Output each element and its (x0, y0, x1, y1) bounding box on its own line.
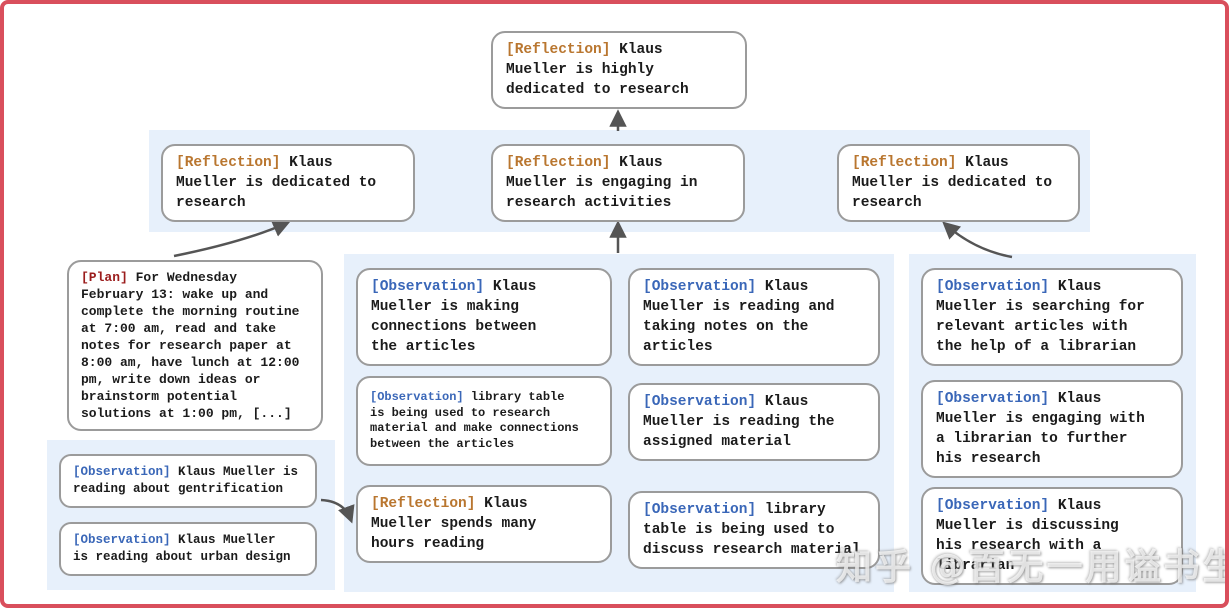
zhihu-watermark: 知乎 @百无一用谥书生 (836, 547, 1229, 588)
observation-tag: [Observation] (73, 465, 171, 479)
node-text: Klaus Mueller is engaging in research ac… (506, 155, 698, 211)
node-reflection-middle: [Reflection] Klaus Mueller is engaging i… (491, 144, 745, 222)
node-text: Klaus Mueller spends many hours reading (371, 496, 537, 552)
observation-tag: [Observation] (936, 279, 1050, 295)
plan-tag: [Plan] (81, 270, 128, 285)
observation-tag: [Observation] (370, 390, 464, 404)
node-text: Klaus Mueller is dedicated to research (852, 155, 1053, 211)
observation-tag: [Observation] (643, 502, 757, 518)
reflection-tag: [Reflection] (506, 155, 611, 171)
node-plan: [Plan] For Wednesday February 13: wake u… (67, 260, 323, 431)
node-obs-engaging-librarian: [Observation] Klaus Mueller is engaging … (921, 380, 1183, 478)
observation-tag: [Observation] (643, 279, 757, 295)
node-reflection-hours-reading: [Reflection] Klaus Mueller spends many h… (356, 485, 612, 563)
node-text: Klaus Mueller is making connections betw… (371, 279, 537, 355)
node-text: Klaus Mueller is reading about gentrific… (73, 465, 299, 496)
observation-tag: [Observation] (936, 391, 1050, 407)
node-text: Klaus Mueller is reading the assigned ma… (643, 394, 835, 450)
node-obs-gentrification: [Observation] Klaus Mueller is reading a… (59, 454, 317, 508)
observation-tag: [Observation] (936, 498, 1050, 514)
node-obs-library-discuss: [Observation] library table is being use… (628, 491, 880, 569)
node-obs-library-research: [Observation] library table is being use… (356, 376, 612, 466)
node-text: For Wednesday February 13: wake up and c… (81, 270, 300, 421)
node-obs-making-connections: [Observation] Klaus Mueller is making co… (356, 268, 612, 366)
node-root-reflection: [Reflection] Klaus Mueller is highly ded… (491, 31, 747, 109)
node-reflection-left: [Reflection] Klaus Mueller is dedicated … (161, 144, 415, 222)
node-text: Klaus Mueller is discussing his research… (936, 498, 1119, 574)
node-text: Klaus Mueller is highly dedicated to res… (506, 42, 689, 98)
node-obs-searching-articles: [Observation] Klaus Mueller is searching… (921, 268, 1183, 366)
node-obs-discussing-research: [Observation] Klaus Mueller is discussin… (921, 487, 1183, 585)
observation-tag: [Observation] (371, 279, 485, 295)
node-text: library table is being used to research … (370, 390, 579, 451)
node-reflection-right: [Reflection] Klaus Mueller is dedicated … (837, 144, 1080, 222)
node-text: Klaus Mueller is reading and taking note… (643, 279, 835, 355)
node-text: Klaus Mueller is dedicated to research (176, 155, 377, 211)
reflection-tag: [Reflection] (371, 496, 476, 512)
node-text: library table is being used to discuss r… (643, 502, 861, 558)
node-obs-taking-notes: [Observation] Klaus Mueller is reading a… (628, 268, 880, 366)
node-text: Klaus Mueller is reading about urban des… (73, 533, 291, 564)
reflection-tag: [Reflection] (852, 155, 957, 171)
node-obs-urban-design: [Observation] Klaus Mueller is reading a… (59, 522, 317, 576)
node-text: Klaus Mueller is searching for relevant … (936, 279, 1145, 355)
observation-tag: [Observation] (73, 533, 171, 547)
node-text: Klaus Mueller is engaging with a librari… (936, 391, 1145, 467)
observation-tag: [Observation] (643, 394, 757, 410)
reflection-tag: [Reflection] (506, 42, 611, 58)
reflection-tag: [Reflection] (176, 155, 281, 171)
node-obs-assigned-material: [Observation] Klaus Mueller is reading t… (628, 383, 880, 461)
